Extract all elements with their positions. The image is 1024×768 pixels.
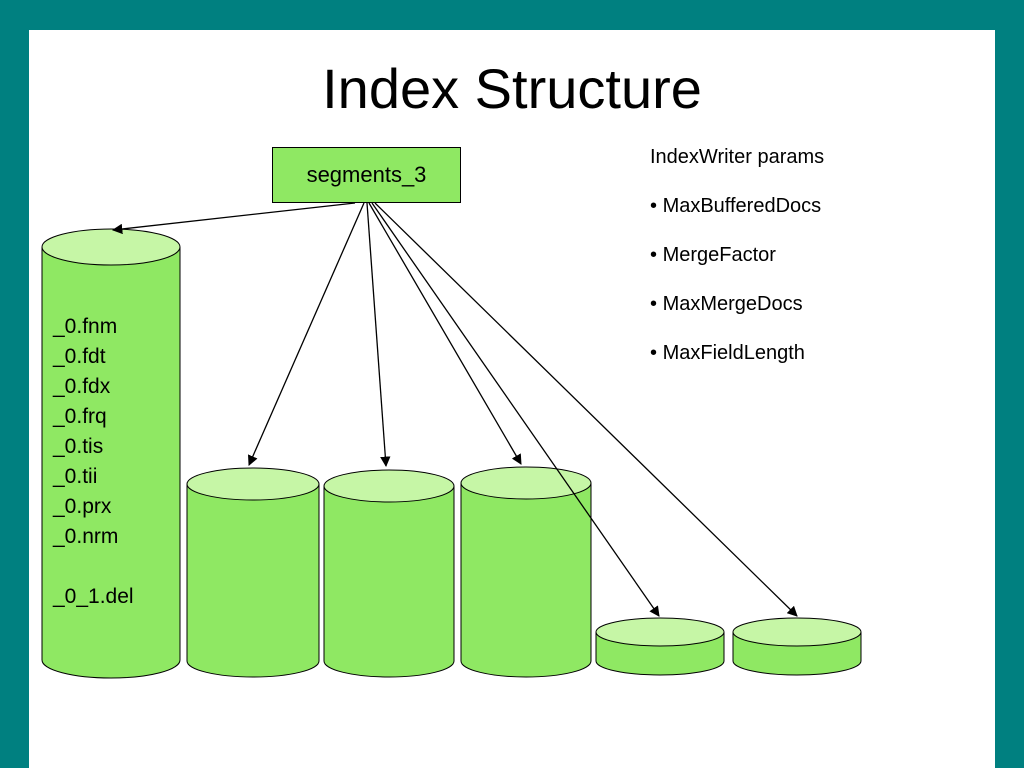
cylinder-segment-large [41,228,181,679]
file-line: _0_1.del [53,585,134,608]
file-line: _0.fdt [53,345,106,368]
file-line: _0.tis [53,435,104,458]
indexwriter-params: IndexWriter params MaxBufferedDocs Merge… [650,146,824,391]
top-border [0,0,1024,30]
file-line: _0.fnm [53,315,118,338]
file-line: _0.fdx [53,375,111,398]
param-item-maxfieldlength: MaxFieldLength [650,342,824,365]
cylinder-segment-small-1 [595,617,725,676]
param-item-maxmergedocs: MaxMergeDocs [650,293,824,316]
param-item-maxbuffereddocs: MaxBufferedDocs [650,195,824,218]
segments-box: segments_3 [272,147,461,203]
file-line [53,552,134,582]
cylinder-segment-medium-2 [323,469,455,678]
cylinder-segment-medium-3 [460,466,592,678]
params-title: IndexWriter params [650,146,825,168]
file-line: _0.frq [53,405,107,428]
right-border [995,0,1024,768]
segments-arrows [111,202,798,617]
left-border [0,0,29,768]
segments-box-label: segments_3 [306,162,427,187]
file-line: _0.prx [53,495,112,518]
file-line: _0.tii [53,465,98,488]
cylinder-segment-medium-1 [186,467,320,678]
segment-file-list: _0.fnm _0.fdt _0.fdx _0.frq _0.tis _0.ti… [53,312,134,612]
cylinder-segment-small-2 [732,617,862,676]
slide-title: Index Structure [322,57,702,120]
file-line: _0.nrm [53,525,119,548]
param-item-mergefactor: MergeFactor [650,244,824,267]
